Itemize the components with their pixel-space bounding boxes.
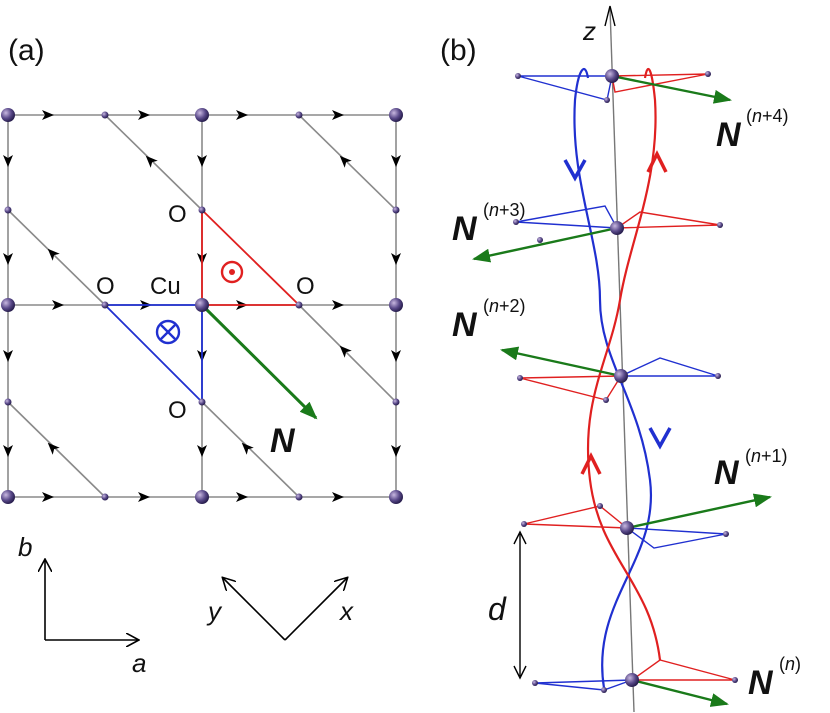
o-left-label: O bbox=[96, 273, 115, 300]
arrow-down-icon bbox=[391, 445, 401, 457]
arrow-down-icon bbox=[3, 155, 13, 167]
arrow-upleft-icon bbox=[339, 155, 352, 168]
ab-axes: b a bbox=[18, 532, 146, 678]
o-top-label: O bbox=[168, 201, 187, 228]
arrow-down-icon bbox=[197, 445, 207, 457]
panel-a: (a) bbox=[1, 34, 403, 678]
arrow-down-icon bbox=[3, 253, 13, 265]
axis-x-label: x bbox=[338, 596, 354, 626]
o-bottom-label: O bbox=[168, 397, 187, 424]
svg-text:(n+3): (n+3) bbox=[483, 200, 526, 220]
spacing-d-label: d bbox=[488, 591, 507, 627]
svg-text:(n+4): (n+4) bbox=[746, 106, 789, 126]
red-triangle bbox=[201, 207, 302, 306]
o-right-label: O bbox=[296, 273, 315, 300]
arrow-right-icon bbox=[138, 492, 150, 502]
svg-text:(n): (n) bbox=[779, 654, 801, 674]
panel-b-label: (b) bbox=[440, 34, 477, 67]
arrow-right-icon bbox=[52, 300, 64, 310]
arrow-right-icon bbox=[332, 110, 344, 120]
axis-a-label: a bbox=[132, 648, 146, 678]
layer-n2 bbox=[500, 346, 721, 403]
svg-text:N: N bbox=[714, 454, 740, 492]
arrow-down-icon bbox=[3, 350, 13, 362]
svg-text:N: N bbox=[748, 664, 774, 702]
arrow-down-icon bbox=[391, 253, 401, 265]
layer-n4 bbox=[515, 69, 732, 104]
out-of-plane-icon bbox=[220, 260, 244, 284]
red-helix bbox=[586, 68, 662, 661]
arrow-down-icon bbox=[391, 350, 401, 362]
blue-helix bbox=[573, 68, 653, 689]
arrow-down-icon bbox=[3, 445, 13, 457]
svg-text:N: N bbox=[716, 116, 742, 154]
xy-axes: y x bbox=[206, 578, 354, 641]
n-label-n3: N (n+3) bbox=[452, 200, 526, 248]
arrow-upleft-icon bbox=[47, 248, 60, 261]
cu-label: Cu bbox=[150, 273, 181, 300]
n-vector-label: N bbox=[270, 422, 296, 460]
arrow-right-icon bbox=[42, 110, 54, 120]
arrow-down-icon bbox=[197, 155, 207, 167]
svg-text:(n+1): (n+1) bbox=[745, 446, 788, 466]
n-label-n2: N (n+2) bbox=[452, 296, 526, 344]
dm-arrows bbox=[3, 110, 401, 502]
z-axis-label: z bbox=[582, 16, 596, 46]
z-axis-arrow-icon bbox=[604, 5, 616, 27]
arrow-right-icon bbox=[236, 110, 248, 120]
panel-b: (b) z bbox=[440, 5, 801, 713]
arrow-right-icon bbox=[236, 492, 248, 502]
chevron-down-icon bbox=[563, 159, 587, 182]
atoms bbox=[1, 108, 403, 504]
arrow-right-icon bbox=[332, 492, 344, 502]
arrow-right-icon bbox=[332, 300, 344, 310]
z-axis bbox=[609, 7, 635, 713]
svg-text:N: N bbox=[452, 210, 478, 248]
n-label-n1: N (n+1) bbox=[714, 446, 788, 492]
arrow-upleft-icon bbox=[145, 155, 158, 168]
into-plane-icon bbox=[155, 319, 181, 345]
svg-text:N: N bbox=[452, 306, 478, 344]
panel-a-label: (a) bbox=[8, 34, 45, 67]
layer-n bbox=[532, 659, 738, 707]
svg-text:(n+2): (n+2) bbox=[483, 296, 526, 316]
blue-triangle bbox=[102, 304, 203, 405]
axis-y-label: y bbox=[206, 596, 223, 626]
chevron-up-icon bbox=[646, 150, 668, 173]
n-vector-arrow bbox=[200, 303, 318, 420]
arrow-upleft-icon bbox=[339, 345, 352, 358]
layer-n3 bbox=[472, 205, 723, 263]
axis-b-label: b bbox=[18, 532, 32, 562]
spacing-indicator: d bbox=[488, 530, 527, 680]
chevron-up-icon bbox=[580, 452, 602, 475]
arrow-right-icon bbox=[138, 110, 150, 120]
layer-n1 bbox=[521, 493, 772, 549]
n-label-n4: N (n+4) bbox=[716, 106, 789, 154]
arrow-down-icon bbox=[391, 155, 401, 167]
arrow-upleft-icon bbox=[241, 442, 254, 455]
chevron-down-icon bbox=[648, 427, 672, 450]
arrow-right-icon bbox=[42, 492, 54, 502]
n-label-n: N (n) bbox=[748, 654, 801, 702]
arrow-upleft-icon bbox=[47, 442, 60, 455]
